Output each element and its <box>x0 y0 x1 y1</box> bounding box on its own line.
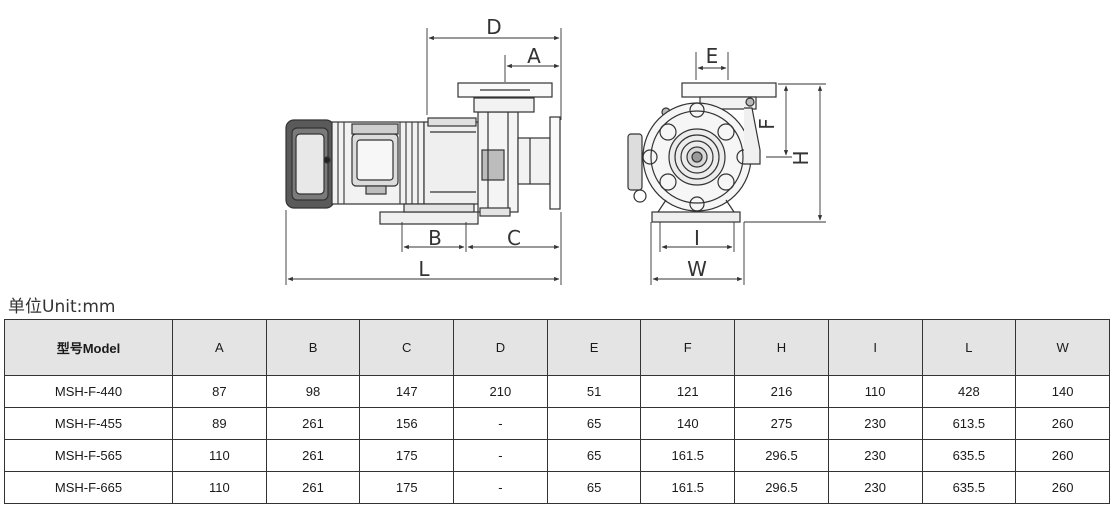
header-w: W <box>1015 319 1110 376</box>
header-b: B <box>265 319 361 376</box>
value-cell: 230 <box>827 471 923 504</box>
value-cell: 110 <box>827 375 923 408</box>
header-l: L <box>921 319 1017 376</box>
model-cell: MSH-F-665 <box>4 471 173 504</box>
value-cell: 175 <box>359 439 455 472</box>
model-cell: MSH-F-565 <box>4 439 173 472</box>
value-cell: 261 <box>265 439 361 472</box>
dimension-label-w: W <box>687 257 707 281</box>
value-cell: 216 <box>734 375 829 408</box>
pump-side-view <box>285 82 561 225</box>
value-cell: 140 <box>640 407 736 440</box>
value-cell: - <box>453 439 548 472</box>
value-cell: 275 <box>734 407 829 440</box>
value-cell: 110 <box>172 471 267 504</box>
value-cell: 87 <box>172 375 267 408</box>
value-cell: 65 <box>546 471 642 504</box>
value-cell: 147 <box>359 375 455 408</box>
value-cell: 296.5 <box>734 439 829 472</box>
dimension-label-a: A <box>527 44 541 68</box>
value-cell: 51 <box>546 375 642 408</box>
model-cell: MSH-F-440 <box>4 375 173 408</box>
value-cell: 210 <box>453 375 548 408</box>
value-cell: - <box>453 471 548 504</box>
header-model: 型号Model <box>4 319 173 376</box>
model-cell: MSH-F-455 <box>4 407 173 440</box>
header-e: E <box>546 319 642 376</box>
value-cell: 65 <box>546 439 642 472</box>
value-cell: 230 <box>827 407 923 440</box>
value-cell: 260 <box>1015 407 1110 440</box>
value-cell: 161.5 <box>640 439 736 472</box>
value-cell: 613.5 <box>921 407 1017 440</box>
dimension-label-f: F <box>755 118 779 130</box>
value-cell: 110 <box>172 439 267 472</box>
value-cell: 261 <box>265 407 361 440</box>
value-cell: 261 <box>265 471 361 504</box>
front-view-dimensions <box>650 52 826 285</box>
value-cell: 121 <box>640 375 736 408</box>
dimension-label-d: D <box>486 15 501 39</box>
value-cell: 65 <box>546 407 642 440</box>
value-cell: 260 <box>1015 471 1110 504</box>
header-i: I <box>827 319 923 376</box>
value-cell: 89 <box>172 407 267 440</box>
dimension-label-e: E <box>706 44 719 68</box>
side-view-dimensions <box>285 28 562 285</box>
value-cell: 140 <box>1015 375 1110 408</box>
header-f: F <box>640 319 736 376</box>
value-cell: 175 <box>359 471 455 504</box>
unit-label: 单位Unit:mm <box>8 297 116 317</box>
value-cell: - <box>453 407 548 440</box>
dimension-label-b: B <box>428 226 442 250</box>
value-cell: 635.5 <box>921 471 1017 504</box>
dimension-label-l: L <box>418 257 430 281</box>
value-cell: 296.5 <box>734 471 829 504</box>
value-cell: 230 <box>827 439 923 472</box>
header-h: H <box>734 319 829 376</box>
value-cell: 156 <box>359 407 455 440</box>
header-a: A <box>172 319 267 376</box>
pump-dimension-drawing: D A B C L <box>285 15 826 285</box>
value-cell: 161.5 <box>640 471 736 504</box>
header-c: C <box>359 319 455 376</box>
value-cell: 428 <box>921 375 1017 408</box>
value-cell: 260 <box>1015 439 1110 472</box>
header-d: D <box>453 319 548 376</box>
pump-front-view <box>627 82 777 223</box>
dimension-label-c: C <box>507 226 521 250</box>
value-cell: 635.5 <box>921 439 1017 472</box>
dimension-label-h: H <box>789 150 813 165</box>
value-cell: 98 <box>265 375 361 408</box>
dimension-label-i: I <box>694 226 700 250</box>
